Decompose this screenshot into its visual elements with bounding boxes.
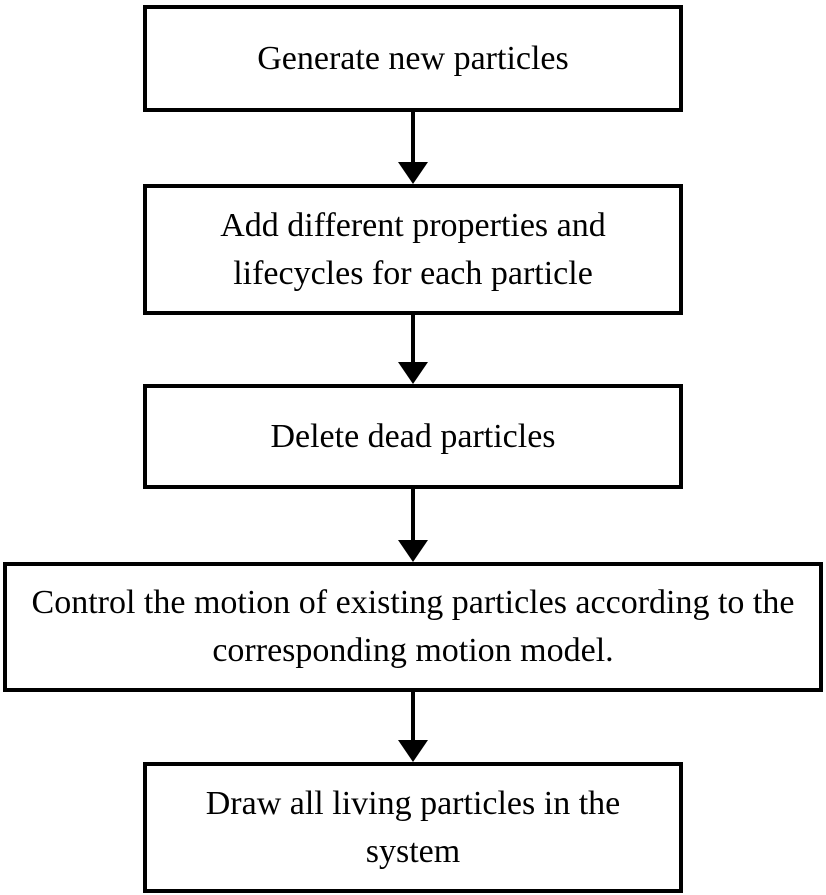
arrow-stem xyxy=(411,692,415,740)
flow-step-label: Delete dead particles xyxy=(270,417,556,455)
flow-step-delete-dead-particles: Delete dead particles xyxy=(143,384,683,489)
arrow-stem xyxy=(411,315,415,362)
arrow-stem xyxy=(411,112,415,162)
arrow-head xyxy=(398,740,428,762)
flow-step-draw-living-particles: Draw all living particles in the system xyxy=(143,762,683,893)
arrow-head xyxy=(398,362,428,384)
flow-step-add-properties-lifecycles: Add different properties and lifecycles … xyxy=(143,184,683,315)
flow-step-label: Generate new particles xyxy=(257,39,569,77)
flow-step-control-motion: Control the motion of existing particles… xyxy=(3,562,823,692)
flow-step-generate-new-particles: Generate new particles xyxy=(143,5,683,112)
flow-step-label: Add different properties and lifecycles … xyxy=(220,206,606,292)
arrow-down-icon xyxy=(398,692,428,762)
arrow-stem xyxy=(411,489,415,540)
arrow-down-icon xyxy=(398,489,428,562)
arrow-down-icon xyxy=(398,315,428,384)
arrow-head xyxy=(398,540,428,562)
flow-step-label: Control the motion of existing particles… xyxy=(31,584,795,669)
arrow-down-icon xyxy=(398,112,428,184)
flow-step-label: Draw all living particles in the system xyxy=(205,784,621,870)
arrow-head xyxy=(398,162,428,184)
